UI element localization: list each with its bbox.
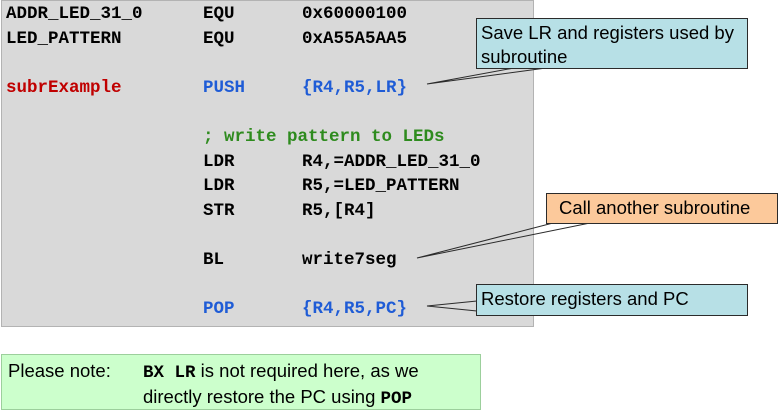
code-arg-push-regs: {R4,R5,LR}: [302, 78, 408, 98]
code-listing-panel: [1, 0, 534, 327]
code-op-push: PUSH: [203, 78, 246, 98]
code-label-led-pattern: LED_PATTERN: [6, 29, 122, 49]
code-op-equ-1: EQU: [203, 4, 235, 24]
note-box: Please note: BX LR is not required here,…: [1, 354, 481, 410]
code-arg-bl-target: write7seg: [302, 250, 397, 270]
code-comment: ; write pattern to LEDs: [203, 127, 445, 147]
code-label-subroutine: subrExample: [6, 78, 122, 98]
code-arg-str: R5,[R4]: [302, 201, 376, 221]
callout-restore-registers: Restore registers and PC: [476, 284, 748, 316]
code-arg-pattern-value: 0xA55A5AA5: [302, 29, 408, 49]
leader-call: [416, 222, 591, 259]
code-op-str: STR: [203, 201, 235, 221]
note-text-body: is not required here, as we directly res…: [143, 360, 419, 407]
code-arg-ldr-2: R5,=LED_PATTERN: [302, 176, 460, 196]
code-op-bl: BL: [203, 250, 225, 270]
note-text: BX LR is not required here, as we direct…: [143, 359, 478, 411]
code-op-ldr-2: LDR: [203, 176, 235, 196]
leader-save: [426, 67, 547, 85]
code-op-pop: POP: [203, 299, 235, 319]
callout-call-subroutine: Call another subroutine: [546, 193, 778, 224]
note-code-pop: POP: [380, 389, 413, 409]
code-arg-pop-regs: {R4,R5,PC}: [302, 299, 408, 319]
code-arg-ldr-1: R4,=ADDR_LED_31_0: [302, 152, 481, 172]
leader-restore: [426, 300, 478, 312]
code-label-addr-led: ADDR_LED_31_0: [6, 4, 143, 24]
code-op-ldr-1: LDR: [203, 152, 235, 172]
code-arg-addr-value: 0x60000100: [302, 4, 408, 24]
callout-save-registers: Save LR and registers used by subroutine: [476, 18, 748, 69]
code-op-equ-2: EQU: [203, 29, 235, 49]
note-label: Please note:: [8, 360, 111, 381]
note-code-bx-lr: BX LR: [143, 363, 196, 383]
